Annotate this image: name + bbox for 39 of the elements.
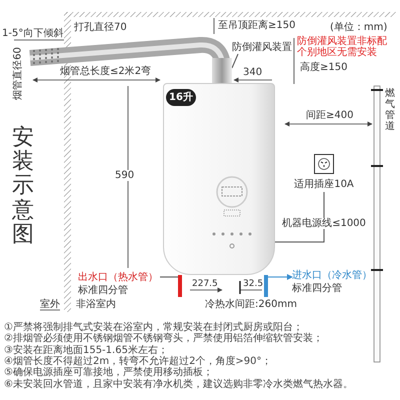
part-label: 防倒灌风装置 xyxy=(232,42,292,53)
region-label: 室外 xyxy=(40,299,60,310)
pipe-spec: 标准四分管 xyxy=(78,285,128,296)
pipe-diameter-note: 烟管直径60 xyxy=(12,46,24,102)
leader-line xyxy=(232,54,238,68)
dimension-text: 340 xyxy=(243,67,262,78)
diagram-title: 安装示意图 xyxy=(12,126,34,247)
dimension-text: 冷热水间距:260mm xyxy=(205,299,297,310)
note-text: ③安装在距离地面155-1.65米左右； xyxy=(4,344,168,356)
angle-note: 1-5°向下倾斜 xyxy=(2,28,64,39)
dimension-text: 高度≥150 xyxy=(300,62,348,73)
warning-note: 防倒灌风装置非标配个别地区无需安装 xyxy=(297,36,387,58)
note-text: ①严禁将强制排气式安装在浴室内，常规安装在封闭式厨房或阳台； xyxy=(4,322,303,333)
cold-water-pipe xyxy=(264,275,268,297)
dimension-text: 227.5 xyxy=(192,279,218,290)
power-cord xyxy=(274,192,324,242)
anti-backflow-device xyxy=(212,58,232,83)
dimension-text: 32.5 xyxy=(243,279,264,290)
vertical-label: 燃气管道 xyxy=(385,88,395,132)
note-text: ⑤确保电源插座可靠接地，严禁使用移动插板； xyxy=(4,367,213,378)
dimension-text: 烟管总长度≤2米2弯 xyxy=(60,66,152,77)
pipe-connector xyxy=(268,274,293,280)
region-label: 非浴室内 xyxy=(76,299,116,310)
note-text: ④烟管长度不得超过2m，转弯不允许超过2个，角度>90°； xyxy=(4,356,272,367)
dimension-text: 间距≥400 xyxy=(306,110,354,121)
hot-water-pipe xyxy=(178,275,182,297)
note-text: ⑥未安装回水管道，且家中安装有净水机类，建议选购非零冷水类燃气热水器。 xyxy=(4,378,353,390)
pipe-label: 出水口（热水管） xyxy=(78,272,158,283)
hole-note: 打孔直径70 xyxy=(74,22,127,33)
water-heater xyxy=(163,83,275,275)
dimension-text: 590 xyxy=(115,170,134,181)
pipe-spec: 标准四分管 xyxy=(292,283,342,294)
note-text: ②排烟管必须使用不锈钢烟管不锈钢弯头，严禁使用铝箔伸缩软管安装； xyxy=(4,333,323,344)
dimension-text: 至吊顶距离≥150 xyxy=(218,20,296,31)
unit-note: (单位：mm) xyxy=(330,22,388,33)
pipe-label: 进水口（冷水管） xyxy=(292,270,372,281)
pipe-connector xyxy=(160,276,178,278)
capacity-badge: 16升 xyxy=(166,89,196,106)
socket-label: 适用插座10A xyxy=(293,179,355,190)
